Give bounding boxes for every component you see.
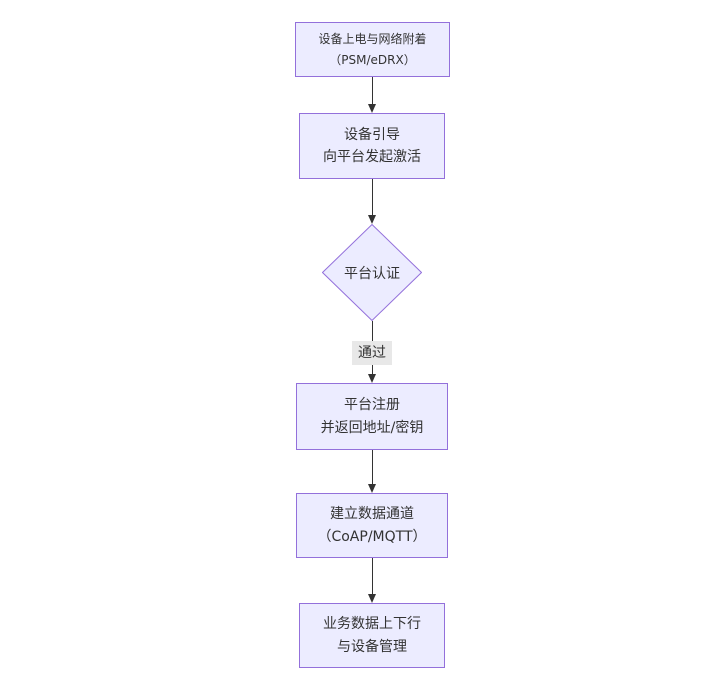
diamond-svg — [322, 224, 422, 321]
node-label-line: 平台认证 — [344, 265, 400, 282]
edge-line — [371, 77, 373, 104]
flow-node-bootstrap: 设备引导 向平台发起激活 — [299, 113, 445, 179]
node-label-line: 建立数据通道 — [330, 506, 414, 523]
node-label-line: 并返回地址/密钥 — [320, 419, 424, 436]
arrowhead — [368, 374, 376, 383]
node-label-line: 向平台发起激活 — [323, 149, 421, 165]
edge-line — [371, 179, 373, 215]
node-label-line: （PSM/eDRX） — [329, 52, 416, 67]
edge-channel-to-business — [368, 558, 377, 603]
node-label-line: 设备引导 — [344, 126, 400, 143]
node-label-line: 平台注册 — [344, 397, 400, 414]
flow-node-data-channel: 建立数据通道 （CoAP/MQTT） — [296, 493, 448, 558]
flow-node-register: 平台注册 并返回地址/密钥 — [296, 383, 448, 450]
decision-node-platform-auth: 平台认证 — [322, 224, 422, 321]
arrowhead — [368, 215, 376, 224]
flow-node-power-attach: 设备上电与网络附着 （PSM/eDRX） — [295, 22, 450, 77]
arrowhead — [368, 484, 376, 493]
arrowhead — [368, 104, 376, 113]
node-label-line: 设备上电与网络附着 — [318, 32, 427, 47]
edge-line — [371, 450, 373, 484]
flow-node-business-data: 业务数据上下行 与设备管理 — [299, 603, 445, 668]
node-label-line: （CoAP/MQTT） — [317, 528, 427, 545]
node-label-line: 业务数据上下行 — [323, 616, 421, 633]
edge-line — [371, 558, 373, 594]
arrowhead — [368, 594, 376, 603]
edge-label-pass: 通过 — [352, 341, 392, 365]
node-label-line: 与设备管理 — [337, 638, 407, 655]
edge-power-to-bootstrap — [368, 77, 377, 113]
edge-register-to-channel — [368, 450, 377, 493]
diamond-shape — [322, 224, 422, 321]
edge-bootstrap-to-auth — [368, 179, 377, 224]
